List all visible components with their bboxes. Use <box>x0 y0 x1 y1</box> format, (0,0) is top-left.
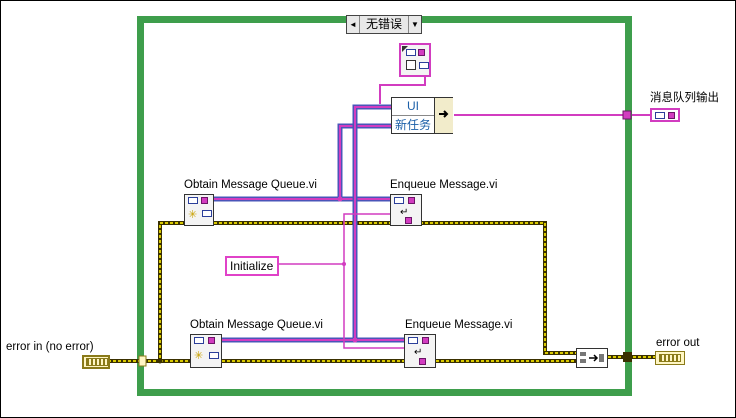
enqueue-label-bottom: Enqueue Message.vi <box>405 319 513 331</box>
queue-out-label: 消息队列输出 <box>650 92 719 104</box>
merge-errors-node[interactable] <box>576 348 608 368</box>
wire-junction <box>352 337 358 343</box>
cluster-icon <box>659 354 681 362</box>
envelope-icon <box>406 49 416 56</box>
obtain-message-queue-vi-bottom[interactable]: ✳ <box>190 334 222 368</box>
cluster-icon <box>86 358 108 366</box>
enqueue-label-top: Enqueue Message.vi <box>390 179 498 191</box>
queue-icon <box>208 337 215 344</box>
envelope-icon <box>188 197 198 204</box>
bundle-ui-label: UI <box>407 99 419 113</box>
corner-marker <box>402 46 408 52</box>
arrow-in-icon: ↵ <box>400 207 409 218</box>
queue-out-terminal[interactable] <box>650 108 680 122</box>
initialize-string-constant[interactable]: Initialize <box>225 256 279 276</box>
envelope-icon <box>419 62 429 69</box>
envelope-icon <box>655 112 665 119</box>
arrow-in-icon: ↵ <box>414 347 423 358</box>
enqueue-message-vi-top[interactable]: ↵ <box>390 194 422 226</box>
error-out-label: error out <box>656 337 700 349</box>
envelope-icon <box>209 352 219 359</box>
queue-icon <box>201 197 208 204</box>
queue-icon <box>668 112 675 119</box>
bundle-output-terminal[interactable] <box>434 98 453 133</box>
obtain-queue-label-bottom: Obtain Message Queue.vi <box>190 319 323 331</box>
envelope-icon <box>202 210 212 217</box>
queue-wire <box>214 69 650 349</box>
queue-icon <box>418 49 425 56</box>
bundle-by-name-node[interactable]: UI 新任务 <box>391 97 453 134</box>
envelope-icon <box>394 197 404 204</box>
queue-icon <box>408 197 415 204</box>
envelope-icon <box>194 337 204 344</box>
error-out-terminal[interactable] <box>655 351 685 365</box>
error-in-terminal[interactable] <box>82 355 110 369</box>
star-icon: ✳ <box>188 209 198 221</box>
error-in-tunnel <box>138 355 147 367</box>
queue-icon <box>405 217 412 224</box>
case-selector-label[interactable]: 无错误 <box>359 16 409 33</box>
obtain-queue-label-top: Obtain Message Queue.vi <box>184 179 317 191</box>
queue-out-tunnel <box>622 110 632 120</box>
queue-icon <box>422 337 429 344</box>
message-queue-constant[interactable] <box>399 43 431 77</box>
queue-icon <box>419 358 426 365</box>
star-icon: ✳ <box>194 350 204 362</box>
obtain-message-queue-vi-top[interactable]: ✳ <box>184 194 214 226</box>
cluster-icon <box>406 60 416 70</box>
error-in-label: error in (no error) <box>6 341 94 353</box>
wire-junction <box>157 358 163 364</box>
case-selector[interactable]: ◄ 无错误 ▼ <box>346 15 422 34</box>
error-out-tunnel <box>623 352 632 362</box>
case-prev-arrow-icon[interactable]: ◄ <box>349 20 357 29</box>
case-dropdown-arrow-icon[interactable]: ▼ <box>411 20 419 29</box>
enqueue-message-vi-bottom[interactable]: ↵ <box>404 334 436 368</box>
bundle-new-task-label: 新任务 <box>392 115 434 134</box>
envelope-icon <box>408 337 418 344</box>
wire-junction <box>342 262 346 266</box>
wire-junction <box>337 196 343 202</box>
